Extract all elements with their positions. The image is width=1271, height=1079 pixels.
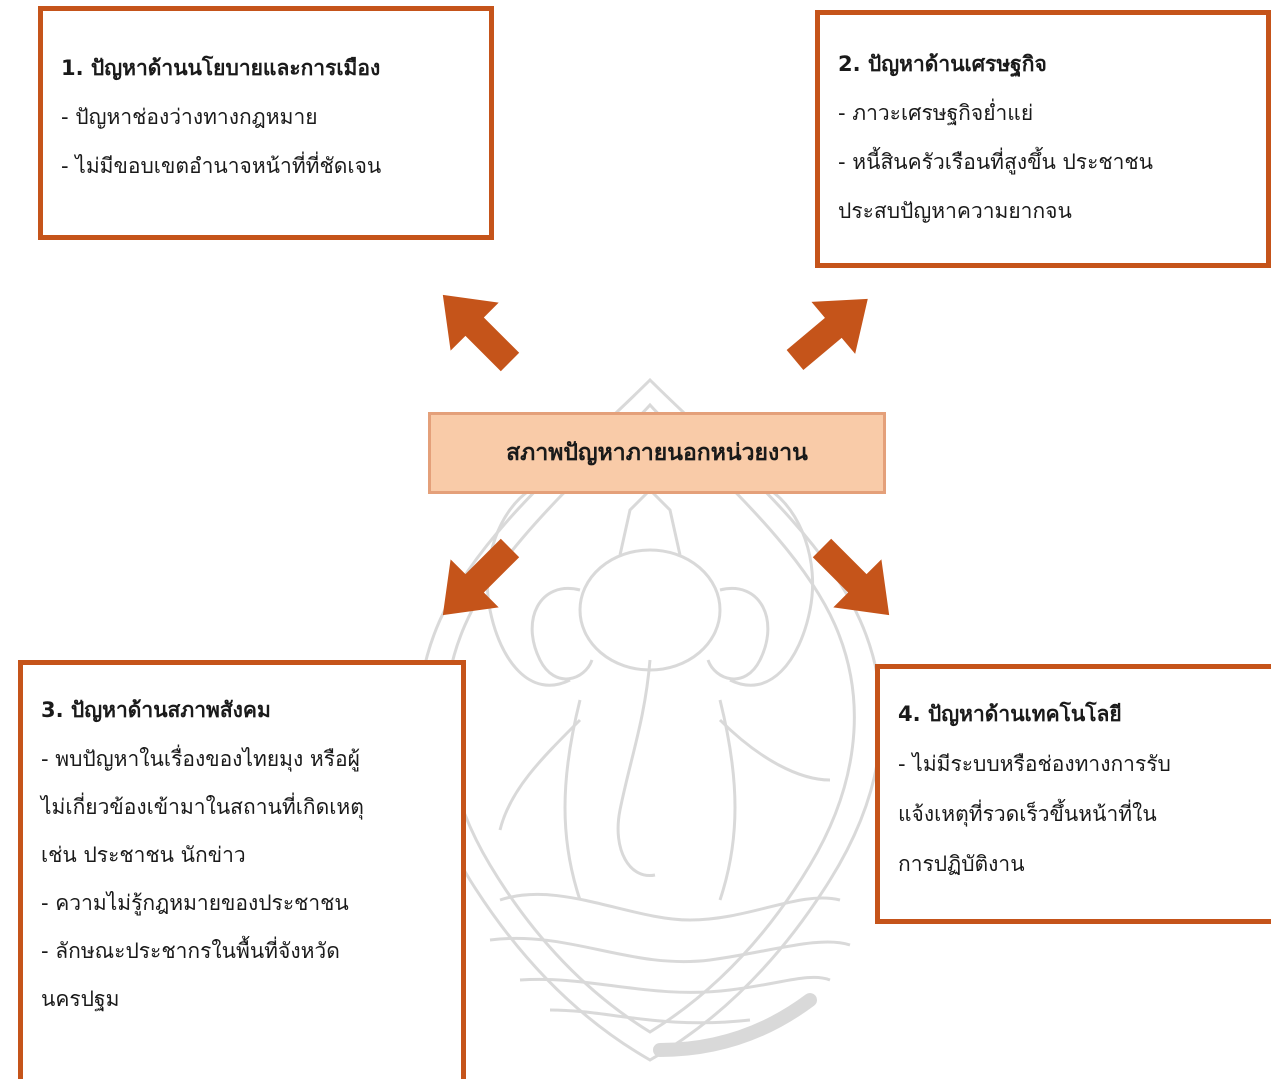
- society-box: 3. ปัญหาด้านสภาพสังคม - พบปัญหาในเรื่องข…: [18, 660, 466, 1079]
- technology-line: การปฏิบัติงาน: [898, 852, 1025, 876]
- center-topic-box: สภาพปัญหาภายนอกหน่วยงาน: [428, 412, 886, 494]
- technology-title: 4. ปัญหาด้านเทคโนโลยี: [898, 702, 1122, 726]
- economy-line: - ภาวะเศรษฐกิจย่ำแย่: [838, 101, 1034, 125]
- economy-title: 2. ปัญหาด้านเศรษฐกิจ: [838, 52, 1047, 76]
- society-title: 3. ปัญหาด้านสภาพสังคม: [41, 698, 271, 722]
- economy-line: - หนี้สินครัวเรือนที่สูงขึ้น ประชาชน: [838, 150, 1154, 174]
- society-line: ไม่เกี่ยวข้องเข้ามาในสถานที่เกิดเหตุ: [41, 795, 364, 819]
- technology-line: แจ้งเหตุที่รวดเร็วขึ้นหน้าที่ใน: [898, 802, 1157, 826]
- society-line: - พบปัญหาในเรื่องของไทยมุง หรือผู้: [41, 747, 360, 771]
- society-line: - ความไม่รู้กฎหมายของประชาชน: [41, 891, 349, 915]
- technology-box: 4. ปัญหาด้านเทคโนโลยี - ไม่มีระบบหรือช่อ…: [875, 664, 1271, 924]
- politics-line: - ปัญหาช่องว่างทางกฎหมาย: [61, 105, 318, 129]
- society-line: นครปฐม: [41, 987, 120, 1011]
- economy-box: 2. ปัญหาด้านเศรษฐกิจ - ภาวะเศรษฐกิจย่ำแย…: [815, 10, 1271, 268]
- politics-box: 1. ปัญหาด้านนโยบายและการเมือง - ปัญหาช่อ…: [38, 6, 494, 240]
- politics-line: - ไม่มีขอบเขตอำนาจหน้าที่ที่ชัดเจน: [61, 154, 382, 178]
- society-line: - ลักษณะประชากรในพื้นที่จังหวัด: [41, 939, 340, 963]
- center-topic-label: สภาพปัญหาภายนอกหน่วยงาน: [506, 440, 808, 466]
- society-line: เช่น ประชาชน นักข่าว: [41, 843, 246, 867]
- politics-title: 1. ปัญหาด้านนโยบายและการเมือง: [61, 56, 381, 80]
- economy-line: ประสบปัญหาความยากจน: [838, 199, 1072, 223]
- technology-line: - ไม่มีระบบหรือช่องทางการรับ: [898, 752, 1171, 776]
